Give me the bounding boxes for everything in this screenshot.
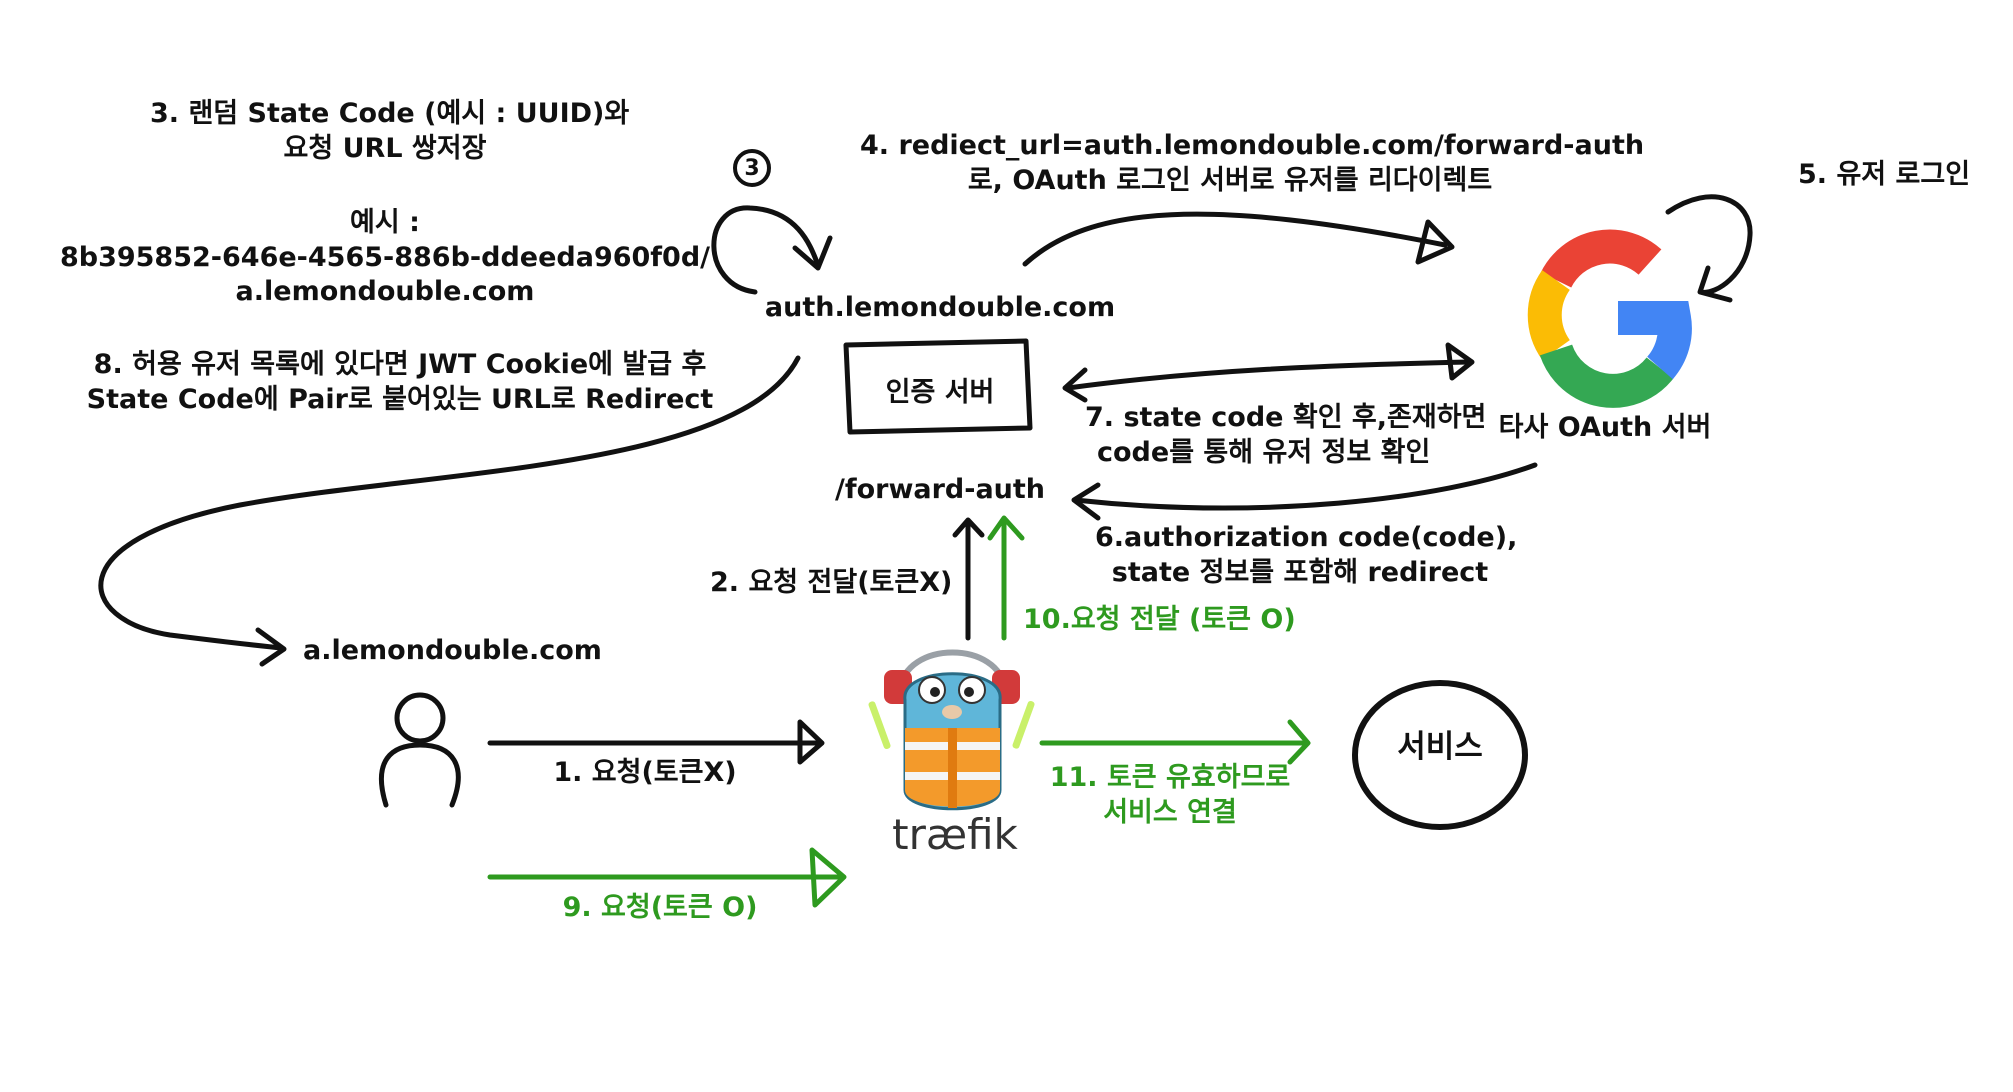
example-url: a.lemondouble.com — [235, 276, 535, 307]
step10-text: 10.요청 전달 (토큰 O) — [1023, 604, 1296, 635]
service-label: 서비스 — [1397, 729, 1483, 765]
arrow-step7 — [1062, 342, 1475, 403]
auth-server-box — [843, 338, 1033, 435]
arrow-step6 — [1071, 462, 1538, 521]
step7-text-line1: 7. state code 확인 후,존재하면 — [1085, 402, 1487, 433]
step11-text-line2: 서비스 연결 — [1103, 797, 1237, 828]
arrow-step1 — [487, 719, 825, 765]
step11-text-line1: 11. 토큰 유효하므로 — [1049, 762, 1291, 793]
arrow-step8 — [98, 355, 801, 667]
arrow-step9 — [487, 847, 847, 908]
step6-text-line1: 6.authorization code(code), — [1095, 522, 1518, 553]
loop-arrow-google — [1665, 194, 1753, 303]
traefik-wordmark: træfik — [892, 810, 1018, 859]
step8-text-line1: 8. 허용 유저 목록에 있다면 JWT Cookie에 발급 후 — [93, 349, 707, 380]
step3-text-line1: 3. 랜덤 State Code (예시 : UUID)와 — [150, 98, 630, 129]
loop-arrow-auth — [711, 205, 833, 295]
auth-host-label: auth.lemondouble.com — [764, 292, 1116, 323]
arrow-step2 — [952, 517, 985, 641]
step9-text: 9. 요청(토큰 O) — [562, 892, 758, 923]
arrow-step11 — [1039, 719, 1311, 765]
step5-text: 5. 유저 로그인 — [1798, 159, 1971, 190]
provider-label: 타사 OAuth 서버 — [1498, 412, 1712, 443]
arrow-step10 — [987, 515, 1025, 641]
step8-text-line2: State Code에 Pair로 붙어있는 URL로 Redirect — [86, 384, 714, 415]
step2-text: 2. 요청 전달(토큰X) — [710, 567, 953, 598]
arrow-step4 — [1022, 211, 1455, 267]
step3-badge-number: 3 — [744, 156, 760, 181]
step3-badge — [733, 149, 771, 187]
step6-text-line2: state 정보를 포함해 redirect — [1111, 557, 1489, 588]
auth-server-label: 인증 서버 — [885, 377, 995, 408]
step7-text-line2: code를 통해 유저 정보 확인 — [1097, 437, 1431, 468]
step3-text-line2: 요청 URL 쌍저장 — [283, 133, 487, 164]
person-outline-icon — [379, 692, 461, 808]
client-host-label: a.lemondouble.com — [303, 635, 602, 666]
step4-text-line2: 로, OAuth 로그인 서버로 유저를 리다이렉트 — [967, 165, 1493, 196]
traefik-gopher-mascot — [868, 649, 1035, 811]
step1-text: 1. 요청(토큰X) — [553, 757, 737, 788]
service-circle — [1352, 680, 1528, 830]
example-title: 예시 : — [350, 207, 420, 238]
example-state-code: 8b395852-646e-4565-886b-ddeeda960f0d/ — [59, 242, 711, 273]
google-g-logo — [1527, 229, 1692, 408]
step4-text-line1: 4. rediect_url=auth.lemondouble.com/forw… — [860, 130, 1645, 161]
forward-auth-label: /forward-auth — [834, 474, 1046, 505]
